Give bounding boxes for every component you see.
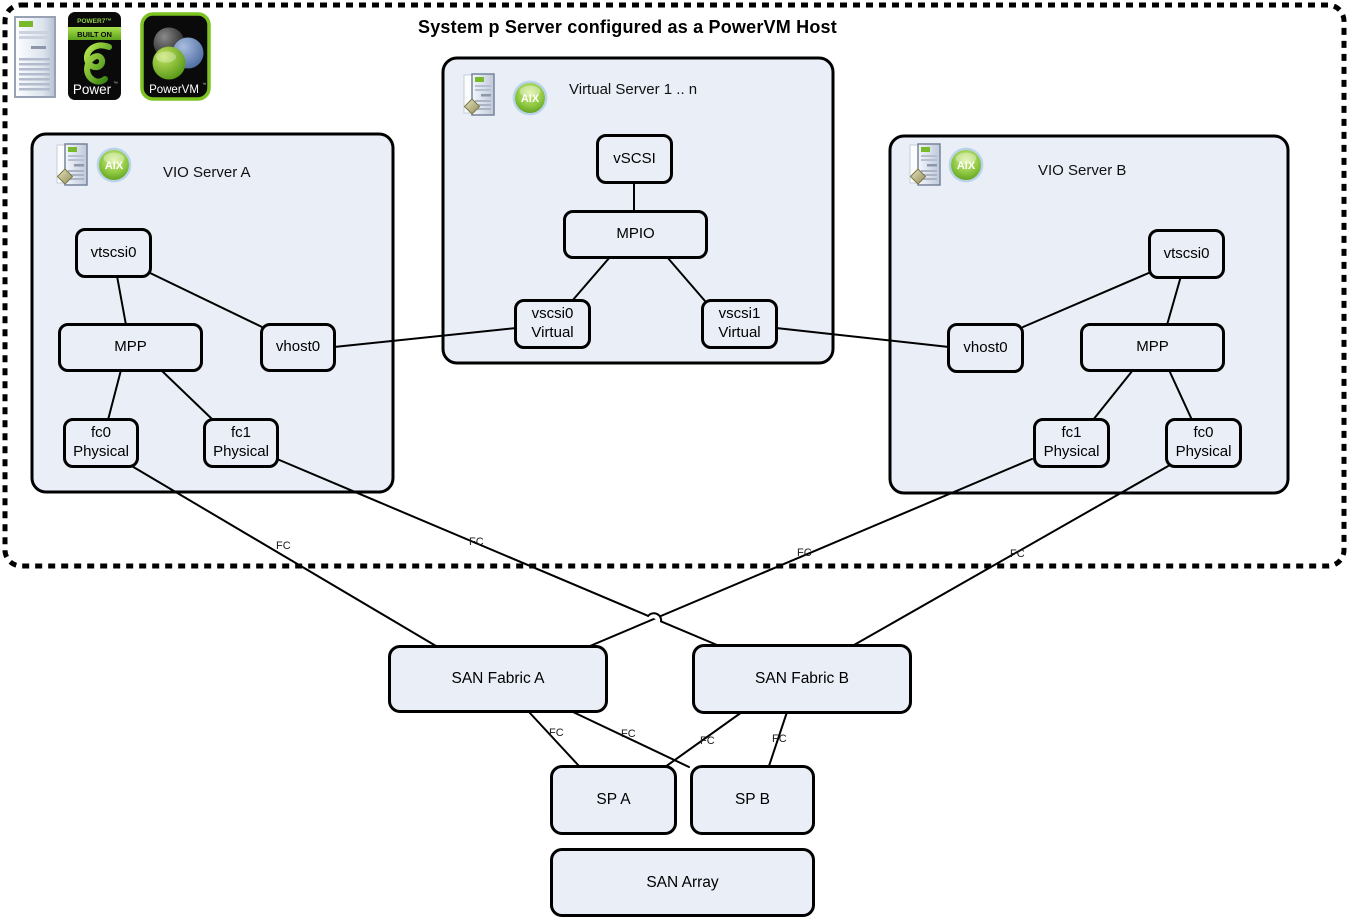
aix-label: AIX bbox=[105, 160, 124, 172]
node-vtscsi0-a: vtscsi0 bbox=[75, 228, 152, 278]
vio-server-a-box bbox=[30, 132, 395, 494]
fc-link-fabric-a-sp-a bbox=[528, 711, 580, 767]
vio-server-b-label: VIO Server B bbox=[1038, 162, 1127, 179]
link-vtscsi0b-vhost0b bbox=[1022, 271, 1152, 328]
server-icon bbox=[463, 73, 495, 116]
fc-link-fabric-b-sp-a bbox=[664, 711, 743, 768]
fc-label: FC bbox=[549, 727, 564, 739]
node-san-fabric-b: SAN Fabric B bbox=[692, 644, 912, 714]
fc-link-fabric-a-sp-b bbox=[572, 711, 690, 768]
fc-label: FC bbox=[772, 733, 787, 745]
diagram-title: System p Server configured as a PowerVM … bbox=[418, 17, 837, 37]
node-fc1-b: fc1 Physical bbox=[1033, 418, 1110, 468]
link-vtscsi0a-vhost0a bbox=[147, 271, 263, 328]
powervm-circle-green bbox=[152, 46, 186, 80]
node-mpp-b: MPP bbox=[1080, 323, 1225, 372]
node-sp-a: SP A bbox=[550, 765, 677, 835]
fc-label: FC bbox=[276, 540, 291, 552]
link-vtscsi0a-mpp bbox=[116, 275, 127, 326]
powervm-host-boundary bbox=[2, 2, 1347, 569]
power7-label: POWER7™ bbox=[77, 18, 112, 25]
aix-label: AIX bbox=[521, 93, 540, 105]
power-label: Power bbox=[73, 82, 112, 97]
node-fc1-a: fc1 Physical bbox=[203, 418, 279, 468]
fc-label: FC bbox=[1010, 548, 1025, 560]
node-vscsi1-virtual: vscsi1 Virtual bbox=[701, 299, 778, 349]
link-mpio-vscsi0 bbox=[571, 256, 611, 302]
powervm-badge: PowerVM ™ bbox=[140, 12, 211, 101]
link-mppb-fc0b bbox=[1168, 369, 1193, 421]
fc-link-fabric-b-sp-b bbox=[768, 711, 788, 767]
server-icon bbox=[909, 143, 941, 186]
node-mpp-a: MPP bbox=[58, 323, 203, 372]
powervm-tm: ™ bbox=[202, 82, 207, 87]
link-vtscsi0b-mpp bbox=[1166, 275, 1182, 326]
diamond-icon bbox=[463, 98, 481, 115]
virtual-server-label: Virtual Server 1 .. n bbox=[569, 81, 698, 98]
node-san-fabric-a: SAN Fabric A bbox=[388, 645, 608, 713]
power-tm: ™ bbox=[113, 81, 118, 87]
node-fc0-b: fc0 Physical bbox=[1165, 418, 1242, 468]
server-icon bbox=[56, 143, 88, 186]
node-fc0-a: fc0 Physical bbox=[63, 418, 139, 468]
fc-label: FC bbox=[700, 735, 715, 747]
power7-badge: POWER7™ BUILT ON Power ™ bbox=[68, 12, 121, 100]
aix-icon: AIX bbox=[512, 80, 548, 116]
link-vhost0a-vscsi0 bbox=[333, 327, 517, 348]
fc-label: FC bbox=[797, 547, 812, 559]
link-mppb-fc1b bbox=[1092, 369, 1134, 421]
aix-icon: AIX bbox=[948, 147, 984, 183]
node-vscsi0-virtual: vscsi0 Virtual bbox=[514, 299, 591, 349]
link-vhost0b-vscsi1 bbox=[775, 327, 950, 348]
link-mpio-vscsi1 bbox=[666, 256, 706, 302]
node-vscsi: vSCSI bbox=[596, 134, 673, 184]
line-hop bbox=[647, 612, 663, 623]
node-vtscsi0-b: vtscsi0 bbox=[1148, 229, 1225, 279]
node-sp-b: SP B bbox=[690, 765, 815, 835]
server-tower-icon bbox=[14, 16, 56, 98]
built-on-label: BUILT ON bbox=[77, 30, 112, 39]
diamond-icon bbox=[56, 168, 74, 185]
fc-link-fc0a-fabric-a bbox=[129, 464, 437, 647]
link-mppa-fc1a bbox=[160, 369, 214, 421]
aix-icon: AIX bbox=[96, 147, 132, 183]
fc-link-fc1b-fabric-a bbox=[589, 458, 1033, 647]
fc-link-fc1a-fabric-b bbox=[276, 458, 650, 617]
vio-server-a-label: VIO Server A bbox=[163, 164, 251, 181]
fc-link-fc0b-fabric-b bbox=[853, 464, 1171, 646]
fc-label: FC bbox=[621, 728, 636, 740]
node-vhost0-b: vhost0 bbox=[947, 323, 1024, 373]
powervm-label: PowerVM bbox=[149, 84, 199, 96]
vio-server-b-box bbox=[888, 134, 1290, 495]
node-mpio: MPIO bbox=[563, 210, 708, 259]
link-mppa-fc0a bbox=[107, 369, 122, 421]
fc-label: FC bbox=[469, 536, 484, 548]
tower-details bbox=[19, 21, 50, 91]
node-san-array: SAN Array bbox=[550, 848, 815, 917]
power-ribbon-icon bbox=[83, 42, 112, 85]
fc-link-fc1a-fabric-b bbox=[660, 620, 718, 646]
node-vhost0-a: vhost0 bbox=[260, 323, 336, 372]
aix-label: AIX bbox=[957, 160, 976, 172]
diamond-icon bbox=[909, 168, 927, 185]
